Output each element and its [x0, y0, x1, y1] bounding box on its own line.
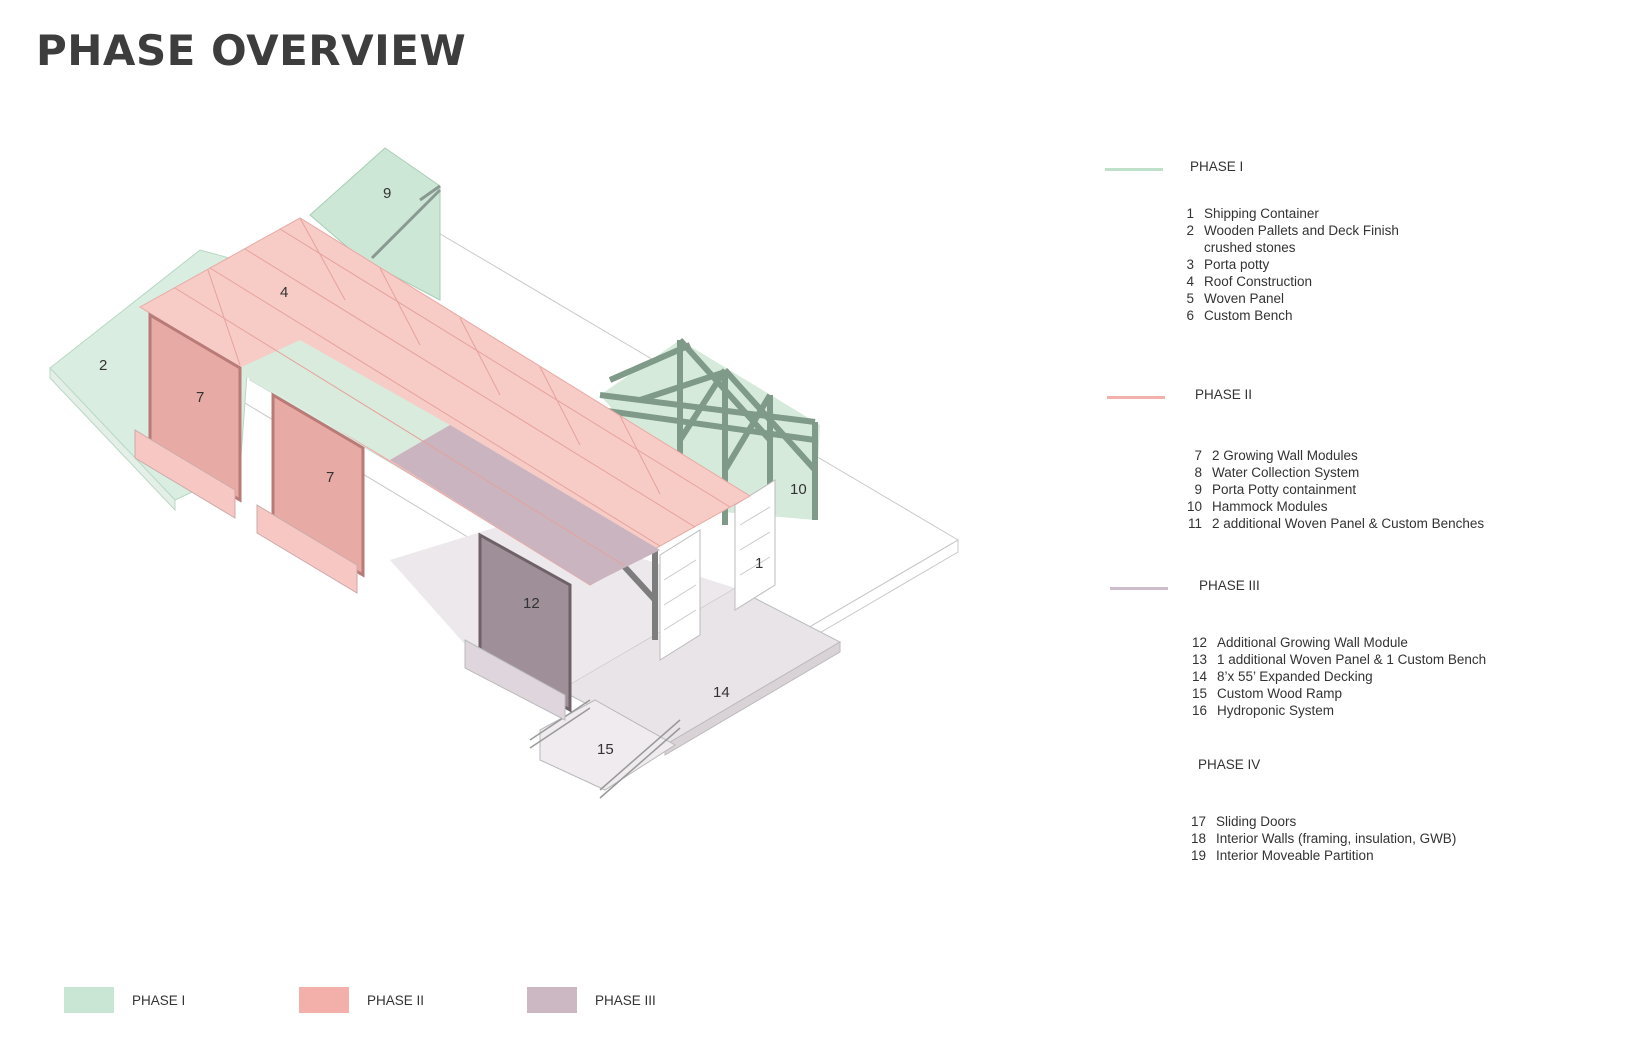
legend-label-phase-1: PHASE I: [132, 992, 186, 1008]
phase-1-title: PHASE I: [1190, 159, 1244, 174]
callout-14: 14: [713, 684, 730, 701]
growing-wall-right: [256, 392, 365, 594]
hammock-modules: [599, 337, 820, 540]
phase-2-line: [1107, 396, 1165, 399]
callout-7b: 7: [326, 469, 334, 486]
phase-3-line: [1110, 587, 1168, 590]
callout-4: 4: [280, 284, 288, 301]
phase-4-title: PHASE IV: [1198, 757, 1261, 772]
phase-3-title: PHASE III: [1199, 578, 1260, 593]
callout-15: 15: [597, 741, 614, 758]
phase1-deck-edge: [49, 366, 176, 512]
callout-10: 10: [790, 481, 807, 498]
legend-item-phase-1: PHASE I: [64, 987, 299, 1013]
phase-1-header: PHASE I: [1105, 159, 1555, 181]
container-doors: [597, 479, 776, 661]
page-title: PHASE OVERVIEW: [36, 26, 467, 75]
legend-item-phase-3: PHASE III: [527, 987, 656, 1013]
phase-4-header: PHASE IV: [1115, 757, 1555, 779]
legend-swatch-phase-3: [527, 987, 577, 1013]
legend-swatch-phase-1: [64, 987, 114, 1013]
callout-12: 12: [523, 595, 540, 612]
legend-label-phase-2: PHASE II: [367, 992, 425, 1008]
ramp-rails: [529, 699, 681, 799]
growing-wall-left: [134, 312, 242, 519]
phase-1-line: [1105, 168, 1163, 171]
phase-3-header: PHASE III: [1110, 578, 1555, 600]
legend-swatch-phase-2: [299, 987, 349, 1013]
callout-7a: 7: [196, 389, 204, 406]
phase-1-item: crushed stones: [1204, 240, 1296, 255]
isometric-diagram: 9 4 2 7 7 10 1 12 14 15: [49, 147, 959, 799]
custom-wood-ramp: [539, 699, 676, 791]
porta-potty-rail: [370, 184, 442, 260]
callout-9: 9: [383, 185, 391, 202]
phase-2-header: PHASE II: [1107, 387, 1555, 409]
phase-2-title: PHASE II: [1195, 387, 1253, 402]
legend-item-phase-2: PHASE II: [299, 987, 527, 1013]
legend-label-phase-3: PHASE III: [595, 992, 656, 1008]
growing-wall-phase3: [464, 532, 572, 721]
phase-legend: PHASE I PHASE II PHASE III: [64, 987, 656, 1013]
callout-2: 2: [99, 357, 107, 374]
callout-1: 1: [755, 555, 763, 572]
roof: [139, 217, 751, 586]
